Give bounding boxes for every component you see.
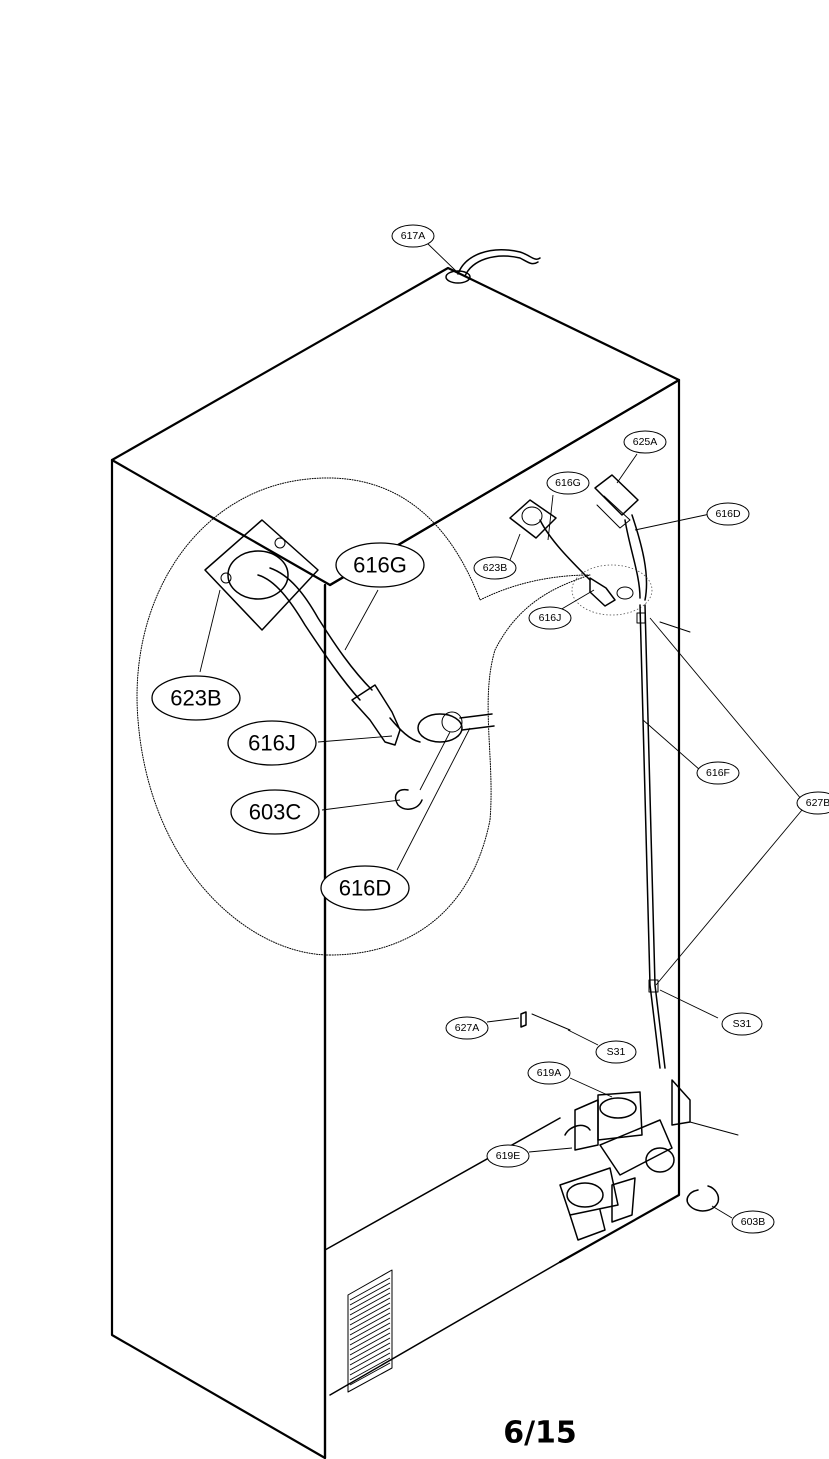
- vent-slat: [349, 1312, 391, 1336]
- vent-slat: [349, 1357, 391, 1381]
- leader-lines: [199, 242, 803, 1219]
- callout-S31-a: S31: [595, 1040, 637, 1064]
- vent-slat: [349, 1287, 391, 1311]
- vent-slat: [349, 1342, 391, 1366]
- vent-slat: [349, 1352, 391, 1376]
- label-616F: 616F: [706, 767, 730, 779]
- callout-616D-big: 616D: [320, 865, 410, 911]
- refrigerator-cabinet: [110, 266, 681, 1459]
- label-623B-big: 623B: [170, 686, 221, 711]
- callout-619A: 619A: [527, 1061, 571, 1085]
- vent-slat: [349, 1307, 391, 1331]
- label-625A: 625A: [633, 436, 658, 448]
- callout-623B-big: 623B: [151, 675, 241, 721]
- label-619E: 619E: [496, 1150, 521, 1162]
- vent-slat: [349, 1332, 391, 1356]
- label-616D-small: 616D: [715, 508, 741, 520]
- water-line-assembly: [509, 474, 691, 1069]
- callout-S31-b: S31: [721, 1012, 763, 1036]
- callout-616D-small: 616D: [706, 502, 750, 526]
- callout-627B: 627B: [796, 791, 829, 815]
- callout-616J-big: 616J: [227, 720, 317, 766]
- callout-616J-small: 616J: [528, 606, 572, 630]
- callout-619E: 619E: [486, 1144, 530, 1168]
- label-619A: 619A: [537, 1067, 562, 1079]
- vent-slat: [349, 1297, 391, 1321]
- vent-slat: [349, 1362, 391, 1386]
- clip-603C-zoom: [394, 788, 423, 810]
- connector-616J-zoom: [351, 684, 495, 746]
- bracket-623B-zoom: [204, 519, 319, 631]
- detail-zoom-bubble: [136, 477, 591, 956]
- label-616G-big: 616G: [353, 553, 407, 578]
- vent-slat: [349, 1337, 391, 1361]
- clip-627A: [520, 1011, 571, 1031]
- label-616J-small: 616J: [539, 612, 562, 624]
- vent-slat: [349, 1347, 391, 1371]
- vent-slat: [349, 1282, 391, 1306]
- label-S31-a: S31: [607, 1046, 626, 1058]
- label-623B-small: 623B: [483, 562, 508, 574]
- water-valve-619A: [559, 1079, 739, 1241]
- label-616J-big: 616J: [248, 731, 296, 756]
- label-627A: 627A: [455, 1022, 480, 1034]
- grommet-617A: [445, 249, 541, 284]
- callout-603B: 603B: [731, 1210, 775, 1234]
- vent-slat: [349, 1302, 391, 1326]
- label-603B: 603B: [741, 1216, 766, 1228]
- callout-616G-big: 616G: [335, 542, 425, 588]
- callout-627A: 627A: [445, 1016, 489, 1040]
- label-S31-b: S31: [733, 1018, 752, 1030]
- vent-grille: [347, 1269, 393, 1393]
- callout-603C-big: 603C: [230, 789, 320, 835]
- tube-616G-zoom: [257, 567, 373, 701]
- callout-616F: 616F: [696, 761, 740, 785]
- label-603C-big: 603C: [249, 800, 302, 825]
- label-616D-big: 616D: [339, 876, 392, 901]
- callout-625A: 625A: [623, 430, 667, 454]
- vent-slat: [349, 1277, 391, 1301]
- label-617A: 617A: [401, 230, 426, 242]
- callout-623B-small: 623B: [473, 556, 517, 580]
- vent-slat: [349, 1327, 391, 1351]
- vent-slat: [349, 1322, 391, 1346]
- vent-slat: [349, 1317, 391, 1341]
- label-616G-small: 616G: [555, 477, 581, 489]
- clip-603B: [686, 1185, 720, 1212]
- label-627B: 627B: [806, 797, 829, 809]
- vent-slat: [349, 1292, 391, 1316]
- callout-617A: 617A: [391, 224, 435, 248]
- page-number: 6/15: [503, 1416, 577, 1451]
- callout-616G-small: 616G: [546, 471, 590, 495]
